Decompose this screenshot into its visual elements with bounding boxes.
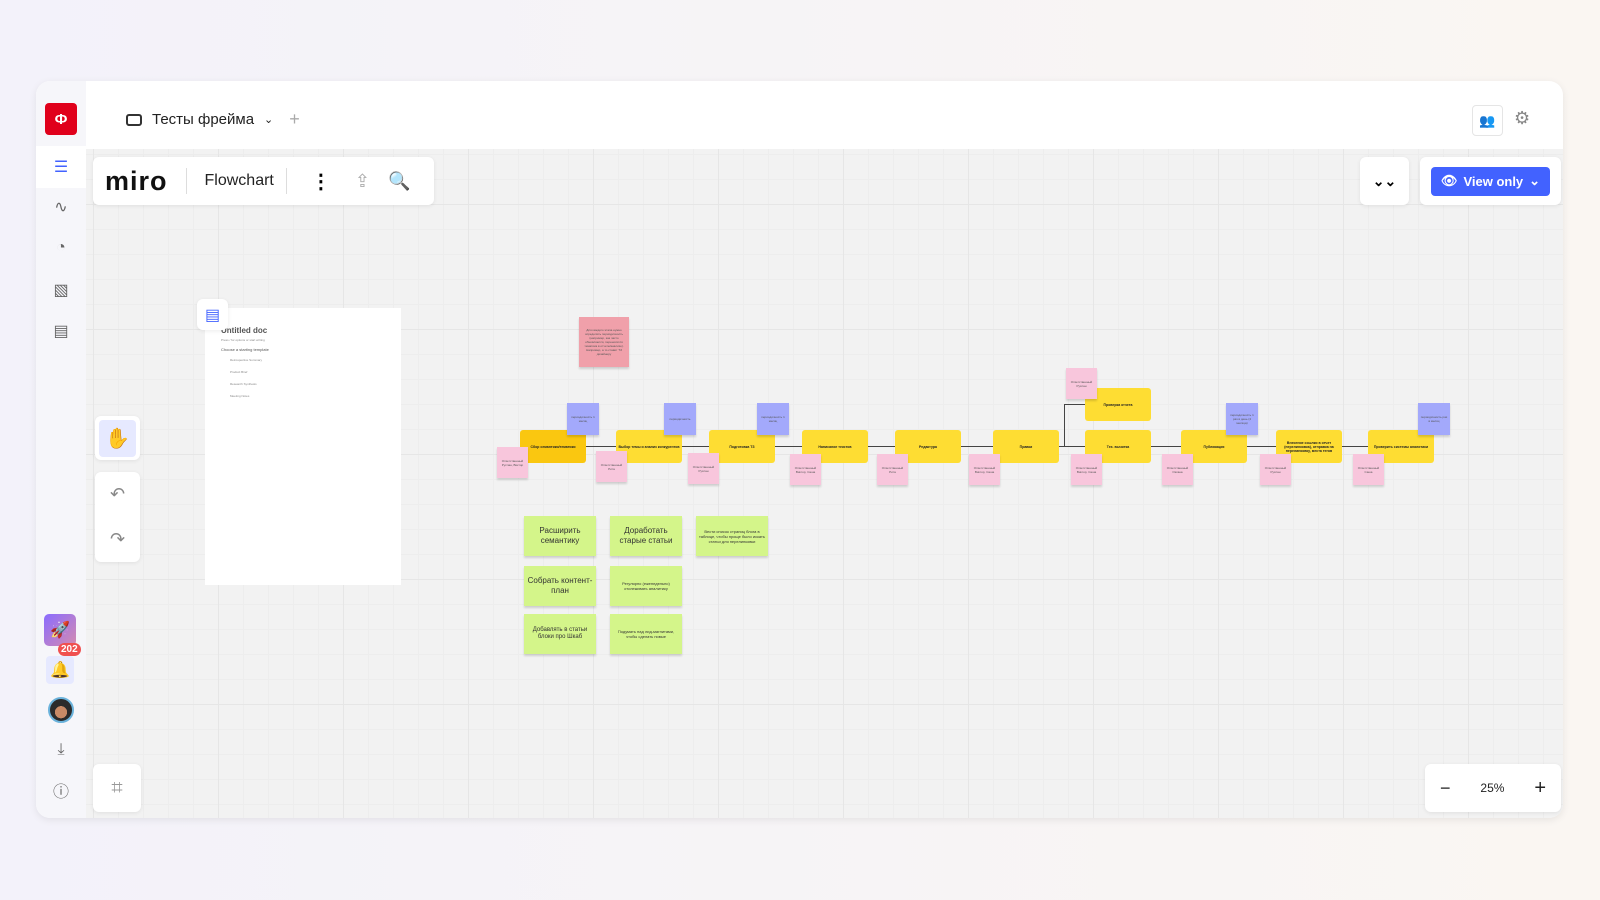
export-icon[interactable]: ⇪ [354,170,370,191]
idea-note[interactable]: Добавлять в статьи блоки про Шкаб [524,614,596,654]
list-icon[interactable]: ☰ [53,159,69,176]
chevron-down-icon[interactable]: ⌄ [264,114,274,126]
period-note[interactable]: периодичность раз в месяц [1418,403,1450,435]
zoom-level[interactable]: 25% [1480,781,1505,795]
sidebar: Ф ☰ ∿ ◔ ▧ ▤ 🚀 🔔 202 ⤓ ⓘ [36,81,86,818]
period-note[interactable]: периодичность 1 месяц [567,403,599,435]
owner-note[interactable]: Ответственный Оксана [1162,454,1193,485]
owner-note[interactable]: Ответственный Саша [1353,454,1384,485]
owner-note[interactable]: Ответственный Руслан [1066,368,1097,399]
eye-icon: 👁 [1440,173,1458,188]
owner-note[interactable]: Ответственный Виктор, Саша [790,454,821,485]
idea-note[interactable]: Собрать контент-план [524,566,596,606]
board-toolbar: miro Flowchart ⋮ ⇪ 🔍 [93,157,434,205]
doc-card[interactable]: Untitled doc Press / for options or star… [205,308,401,585]
app-window: Ф ☰ ∿ ◔ ▧ ▤ 🚀 🔔 202 ⤓ ⓘ Тесты фрейма ⌄ +… [36,81,1563,818]
owner-note[interactable]: Ответственный Руслан [1260,454,1291,485]
period-note[interactable]: периодичность [664,403,696,435]
idea-note[interactable]: Доработать старые статьи [610,516,682,556]
undo-icon[interactable]: ↶ [109,484,126,504]
miro-logo[interactable]: miro [105,165,168,196]
owner-note[interactable]: Ответственный Виктор, Саша [1071,454,1102,485]
idea-note[interactable]: Расширить семантику [524,516,596,556]
share-users-icon[interactable]: 👥 [1472,105,1503,136]
view-only-button[interactable]: 👁View only⌄ [1431,166,1550,196]
owner-note[interactable]: Ответственный Виктор, Саша [969,454,1000,485]
board-canvas[interactable]: miro Flowchart ⋮ ⇪ 🔍 ⌄⌄ 👁View only⌄ ✋ ↶↷… [86,149,1563,818]
zoom-in-button[interactable]: + [1534,776,1547,799]
help-icon[interactable]: ⓘ [52,784,69,801]
owner-note[interactable]: Ответственный Руслан [688,453,719,484]
doc-template[interactable]: Meeting Notes [230,394,250,398]
doc-icon[interactable]: ▤ [197,299,228,330]
doc-template[interactable]: Retrospective Summary [230,358,263,362]
hand-tool-button[interactable]: ✋ [99,419,136,457]
history-panel: ↶↷ [95,472,140,562]
doc-subtitle: Press / for options or start writing [221,338,265,342]
chart-pie-icon[interactable]: ◔ [56,239,66,256]
pulse-icon[interactable]: ∿ [54,199,68,216]
frames-button[interactable]: ⌗ [93,764,141,812]
search-icon[interactable]: 🔍 [387,170,411,191]
redo-icon[interactable]: ↷ [109,529,126,549]
add-tab-button[interactable]: + [289,109,300,129]
notification-badge: 202 [58,643,81,656]
board-type-label[interactable]: Flowchart [204,172,274,189]
hand-tool-panel: ✋ [95,416,140,460]
flow-step[interactable]: Выбор темы и анализ конкурентов [616,430,682,463]
collapse-button[interactable]: ⌄⌄ [1360,157,1409,205]
red-note[interactable]: Для каждого этапа нужно определить перио… [579,317,629,367]
board-name: Тесты фрейма [152,111,255,128]
doc-title: Untitled doc [221,326,268,335]
document-icon[interactable]: ▤ [53,323,69,340]
zoom-panel: − 25% + [1425,764,1561,812]
more-icon[interactable]: ⋮ [310,170,331,193]
frame-icon [126,113,142,126]
owner-note[interactable]: Ответственный Рита [877,454,908,485]
zoom-out-button[interactable]: − [1439,777,1451,798]
owner-note[interactable]: Ответственный Руслан, Виктор [497,447,528,478]
flow-step[interactable]: Сбор семантики/тематики [520,430,586,463]
doc-template[interactable]: Product Brief [230,370,248,374]
period-note[interactable]: периодичность 1 месяц [757,403,789,435]
avatar[interactable] [48,697,74,723]
flow-step[interactable]: Написание текстов [802,430,868,463]
owner-note[interactable]: Ответственный Рита [596,451,627,482]
flow-connector-branch [1064,404,1085,405]
idea-note[interactable]: Регулярно (еженедельно) отслеживать анал… [610,566,682,606]
rocket-icon[interactable]: 🚀 [44,614,76,646]
idea-note[interactable]: Подумать над лид-магнитами, чтобы сделат… [610,614,682,654]
doc-choose-template: Choose a starting template [221,347,269,352]
period-note[interactable]: периодичность 1 раз в день (4 месяца) [1226,403,1258,435]
chevron-down-icon: ⌄ [1529,173,1541,188]
bell-icon[interactable]: 🔔 [46,656,74,684]
sidebar-active-bg [36,146,86,188]
board-tab[interactable]: Тесты фрейма ⌄ + [126,109,300,130]
idea-note[interactable]: Вести список страниц блога в таблице, чт… [696,516,768,556]
gear-icon[interactable]: ⚙ [1514,108,1531,128]
flow-step[interactable]: Правки [993,430,1059,463]
doc-template[interactable]: Research Synthesis [230,382,257,386]
download-icon[interactable]: ⤓ [57,741,65,758]
workspace-logo[interactable]: Ф [45,103,77,135]
flow-step[interactable]: Подготовка ТЗ [709,430,775,463]
flow-connector-branch [1064,404,1065,446]
feed-icon[interactable]: ▧ [53,282,69,299]
view-mode-panel: 👁View only⌄ [1420,157,1561,205]
flow-connector [566,446,1406,447]
